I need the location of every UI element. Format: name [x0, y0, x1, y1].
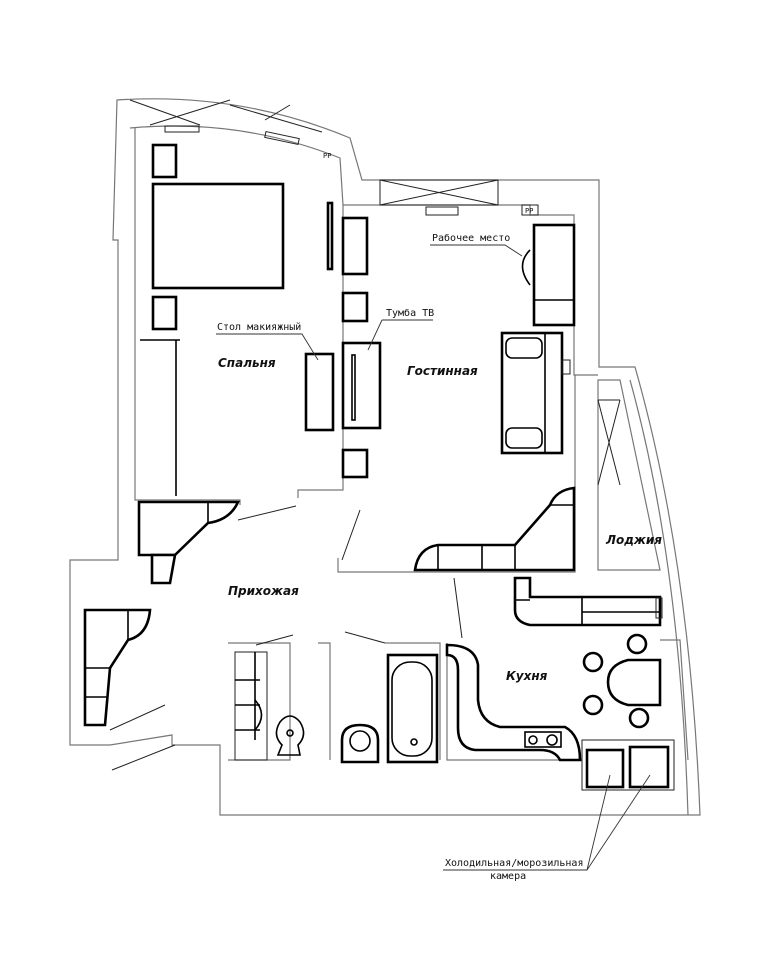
chair: [626, 633, 648, 655]
radiator-mark-living: PP: [525, 207, 533, 215]
bedroom-furniture: [140, 125, 335, 496]
sink: [340, 723, 380, 764]
bed: [151, 182, 285, 290]
kitchen-upper-unit: [513, 576, 662, 627]
tv-stand: [341, 341, 382, 430]
kitchen-furniture: [445, 576, 675, 791]
chair: [521, 249, 531, 286]
chair: [582, 694, 604, 716]
makeup-table: [304, 352, 335, 432]
nightstand: [151, 295, 178, 331]
note-makeup-table: Стол макияжный: [217, 321, 301, 333]
dining-table: [606, 658, 662, 707]
living-furniture: [341, 204, 576, 572]
chair: [628, 707, 650, 729]
chair: [582, 651, 604, 673]
note-workplace: Рабочее место: [432, 232, 510, 244]
note-fridge-line2: камера: [490, 871, 526, 882]
wardrobe-bar: [326, 201, 334, 271]
note-fridge-line1: Холодильная/морозильная: [445, 858, 583, 869]
room-label-kitchen: Кухня: [506, 669, 548, 683]
freezer: [628, 745, 670, 789]
room-label-loggia: Лоджия: [605, 533, 662, 547]
bathroom-fixtures: [234, 651, 439, 764]
hallway-furniture: [83, 500, 241, 727]
radiator-bedroom: [264, 130, 300, 146]
fridge: [585, 748, 625, 789]
room-label-living: Гостинная: [407, 364, 478, 378]
room-label-bedroom: Спальня: [218, 356, 276, 370]
kitchen-counter: [445, 643, 582, 762]
toilet: [275, 715, 305, 756]
labels: Спальня Гостинная Прихожая Кухня Лоджия …: [216, 152, 662, 882]
nightstand: [151, 143, 178, 179]
radiator-mark-bedroom: PP: [323, 152, 331, 160]
sofa: [500, 331, 564, 455]
desk: [532, 223, 576, 327]
note-tv-stand: Тумба ТВ: [386, 307, 434, 319]
radiator-bedroom: [164, 125, 200, 133]
room-label-hallway: Прихожая: [228, 584, 299, 598]
corner-unit: [413, 486, 576, 572]
